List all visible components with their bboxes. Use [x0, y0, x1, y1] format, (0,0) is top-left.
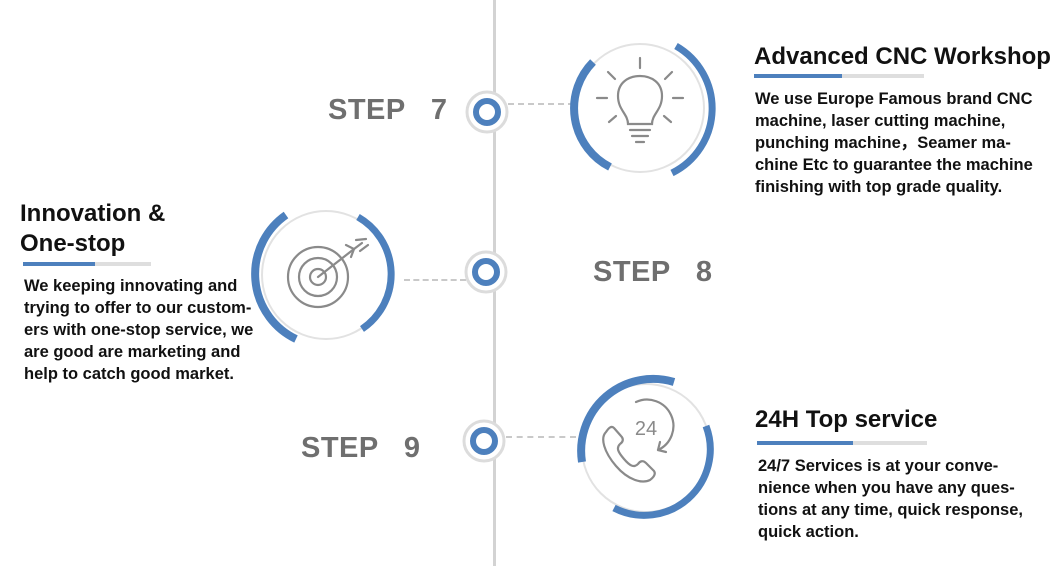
step-8-title-line: One-stop [20, 230, 126, 257]
step-8-description-line: ers with one-stop service, we [24, 321, 254, 339]
step-7-underline [754, 74, 924, 78]
step-7-description-line: punching machine，Seamer ma- [755, 134, 1011, 152]
step-9-node [462, 419, 506, 463]
step-8-title-line: Innovation & [20, 200, 166, 227]
step-8-label: STEP 8 [593, 256, 713, 288]
step-8-description-line: trying to offer to our custom- [24, 299, 252, 317]
step-7-description-line: machine, laser cutting machine, [755, 112, 1006, 130]
step-7-description: We use Europe Famous brand CNC machine, … [755, 88, 1033, 198]
step-7-description-line: finishing with top grade quality. [755, 178, 1003, 196]
step-9-description-line: tions at any time, quick response, [758, 501, 1023, 519]
step-9-description-line: 24/7 Services is at your conve- [758, 457, 999, 475]
step-8-description-line: are good are marketing and [24, 343, 241, 361]
step-8-connector [404, 279, 466, 281]
step-9-title: 24H Top service [755, 406, 938, 433]
step-7-label: STEP 7 [328, 94, 448, 126]
24h-text: 24 [635, 418, 657, 440]
step-8-title: Innovation & One-stop [20, 199, 165, 259]
step-7-description-line: chine Etc to guarantee the machine [755, 156, 1033, 174]
step-7-title: Advanced CNC Workshop [754, 43, 1051, 70]
step-8-node [464, 250, 508, 294]
step-9-description: 24/7 Services is at your conve- nience w… [758, 455, 1023, 543]
target-arrow-icon [286, 237, 370, 309]
step-9-underline [757, 441, 927, 445]
step-9-description-line: quick action. [758, 523, 859, 541]
step-7-connector [508, 103, 574, 105]
step-8-underline [23, 262, 151, 266]
step-7-description-line: We use Europe Famous brand CNC [755, 90, 1033, 108]
step-9-description-line: nience when you have any ques- [758, 479, 1015, 497]
step-8-description-line: help to catch good market. [24, 365, 234, 383]
step-9-label: STEP 9 [301, 432, 421, 464]
step-7-node [465, 90, 509, 134]
step-9-connector [506, 436, 576, 438]
24h-phone-icon [602, 398, 675, 483]
step-8-description-line: We keeping innovating and [24, 277, 238, 295]
step-7-icon-circle [570, 42, 716, 177]
step-8-description: We keeping innovating and trying to offe… [24, 275, 253, 385]
lightbulb-icon [595, 56, 685, 144]
step-8-icon-circle [251, 210, 395, 343]
step-9-icon-circle: 24 [577, 374, 714, 519]
